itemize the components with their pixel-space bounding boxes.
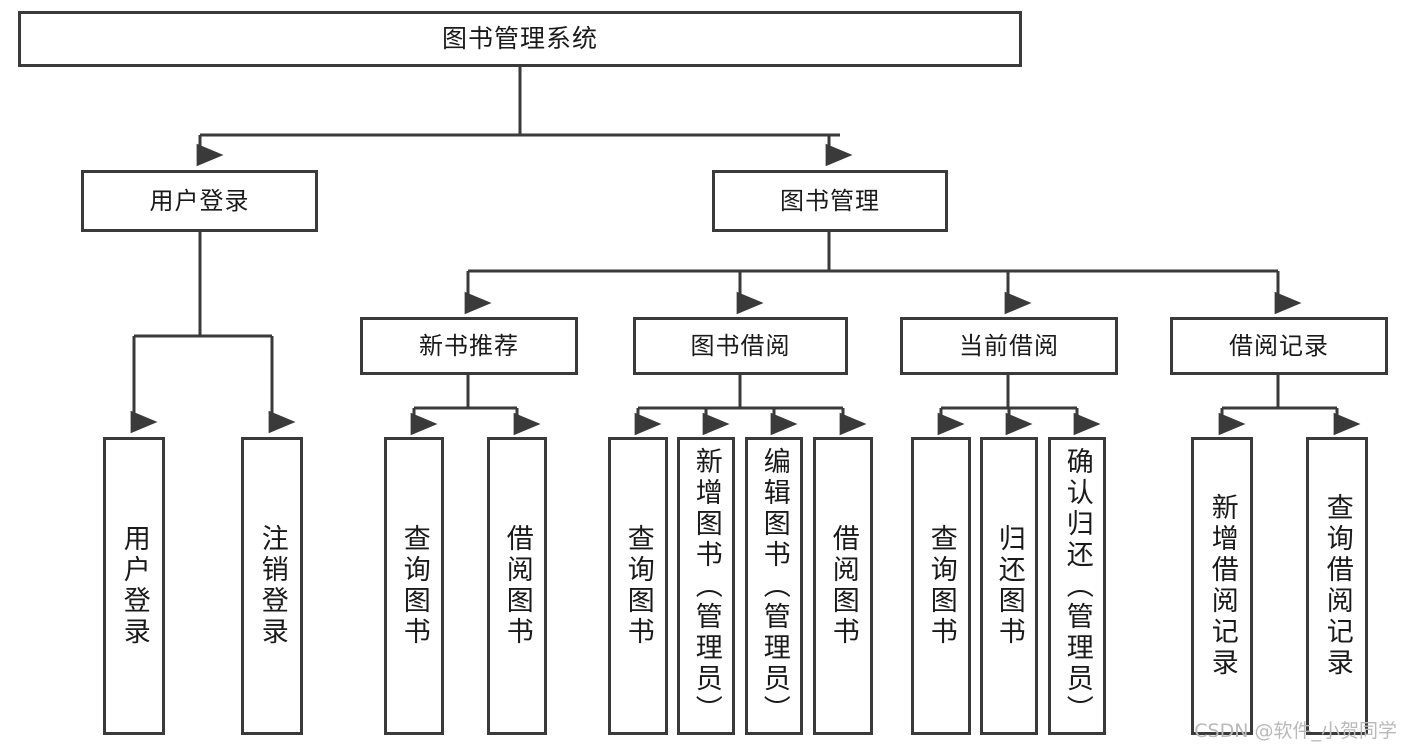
node-root[interactable]: 图书管理系统: [18, 11, 1022, 67]
node-leaf-confirm-return-label: 确认归还（管理员）: [1061, 446, 1093, 726]
csdn-watermark: CSDN @软件_小贺同学: [1194, 720, 1397, 742]
node-current-borrow[interactable]: 当前借阅: [900, 317, 1118, 375]
node-leaf-add-record-label: 新增借阅记录: [1206, 493, 1238, 679]
node-leaf-query-book-1[interactable]: 查询图书: [384, 437, 444, 735]
node-leaf-add-book-label: 新增图书（管理员）: [690, 446, 722, 726]
node-leaf-add-record[interactable]: 新增借阅记录: [1191, 437, 1253, 735]
node-new-book-rec-label: 新书推荐: [419, 331, 519, 360]
node-new-book-rec[interactable]: 新书推荐: [360, 317, 578, 375]
node-leaf-return-book[interactable]: 归还图书: [980, 437, 1038, 735]
node-leaf-borrow-book-2[interactable]: 借阅图书: [813, 437, 873, 735]
node-leaf-query-record-label: 查询借阅记录: [1321, 493, 1353, 679]
node-leaf-add-book[interactable]: 新增图书（管理员）: [677, 437, 735, 735]
node-book-borrow-label: 图书借阅: [690, 331, 791, 360]
node-borrow-record[interactable]: 借阅记录: [1170, 317, 1388, 375]
node-leaf-query-book-3[interactable]: 查询图书: [911, 437, 971, 735]
node-borrow-record-label: 借阅记录: [1229, 331, 1329, 360]
node-leaf-return-book-label: 归还图书: [993, 524, 1025, 648]
node-leaf-query-book-2-label: 查询图书: [622, 524, 654, 648]
node-leaf-edit-book-label: 编辑图书（管理员）: [758, 446, 790, 726]
node-leaf-borrow-book-2-label: 借阅图书: [827, 524, 859, 648]
node-leaf-user-login-label: 用户登录: [118, 524, 150, 648]
node-root-label: 图书管理系统: [441, 24, 598, 54]
node-leaf-query-book-1-label: 查询图书: [398, 524, 430, 648]
node-leaf-borrow-book-1[interactable]: 借阅图书: [487, 437, 547, 735]
node-leaf-confirm-return[interactable]: 确认归还（管理员）: [1048, 437, 1106, 735]
node-book-admin-label: 图书管理: [780, 186, 880, 215]
node-user-login-label: 用户登录: [149, 186, 250, 215]
node-current-borrow-label: 当前借阅: [959, 331, 1059, 360]
node-leaf-edit-book[interactable]: 编辑图书（管理员）: [745, 437, 803, 735]
node-leaf-query-book-2[interactable]: 查询图书: [608, 437, 668, 735]
node-book-borrow[interactable]: 图书借阅: [633, 317, 848, 375]
node-user-login[interactable]: 用户登录: [81, 170, 318, 232]
node-leaf-query-record[interactable]: 查询借阅记录: [1306, 437, 1368, 735]
node-leaf-user-login[interactable]: 用户登录: [103, 437, 165, 735]
node-leaf-query-book-3-label: 查询图书: [925, 524, 957, 648]
node-leaf-borrow-book-1-label: 借阅图书: [501, 524, 533, 648]
node-book-admin[interactable]: 图书管理: [712, 170, 948, 232]
node-leaf-logout-label: 注销登录: [256, 524, 288, 648]
node-leaf-logout[interactable]: 注销登录: [241, 437, 303, 735]
